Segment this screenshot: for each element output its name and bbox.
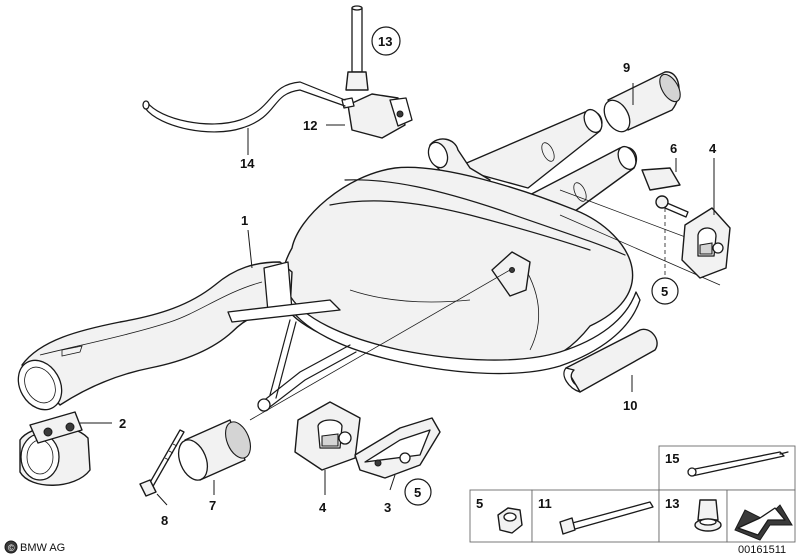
- strap-tie-icon: [559, 501, 654, 535]
- callout-14: 14: [240, 156, 255, 171]
- copyright-symbol: ©: [8, 543, 15, 553]
- diagram-number: 00161511: [738, 544, 786, 556]
- callout-9: 9: [623, 60, 630, 75]
- direction-arrow-icon: [734, 504, 793, 541]
- callout-5-circle-right: [651, 277, 679, 305]
- callout-5-bottom: 5: [414, 485, 421, 500]
- callout-6: 6: [670, 141, 677, 156]
- heat-shield-strip[interactable]: [563, 328, 658, 393]
- copyright-icon: [4, 540, 18, 554]
- legend-label-5: 5: [476, 496, 483, 511]
- footer: © BMW AG 00161511: [4, 540, 786, 556]
- callout-4-left: 4: [319, 500, 327, 515]
- hose-connector[interactable]: [345, 5, 369, 91]
- grommet-icon: [694, 499, 722, 532]
- rear-silencer[interactable]: [10, 107, 641, 418]
- hanger-bolt[interactable]: [641, 167, 689, 218]
- brand-label: BMW AG: [20, 542, 65, 554]
- mounting-bracket[interactable]: [354, 417, 441, 479]
- cable-tie-icon: [687, 451, 789, 477]
- vacuum-hose[interactable]: [142, 81, 346, 133]
- rubber-mount[interactable]: [173, 418, 255, 484]
- callout-1: 1: [241, 213, 248, 228]
- callout-10: 10: [623, 398, 637, 413]
- callout-7: 7: [209, 498, 216, 513]
- tailpipe-trim[interactable]: [599, 71, 684, 136]
- nut-icon: [497, 507, 523, 534]
- leader-lines: [80, 83, 715, 506]
- rubber-hanger-left[interactable]: [294, 401, 361, 471]
- parts-legend: 15 5 11 13: [469, 445, 796, 543]
- callout-13: 13: [378, 34, 392, 49]
- callout-13-circle: [371, 26, 401, 56]
- callout-5-right: 5: [661, 284, 668, 299]
- legend-label-11: 11: [538, 496, 552, 511]
- callout-5-circle-bottom: [404, 478, 432, 506]
- pipe-clamp[interactable]: [19, 411, 91, 486]
- legend-label-15: 15: [665, 451, 679, 466]
- callout-2: 2: [119, 416, 126, 431]
- bolt[interactable]: [139, 429, 185, 497]
- legend-cell-13: [658, 489, 728, 543]
- callout-labels: 1 2 3 4 4 6 7 8 9 10 12 14 13 5 5: [119, 26, 717, 528]
- rubber-hanger-right[interactable]: [681, 207, 731, 279]
- vacuum-valve[interactable]: [341, 93, 413, 139]
- legend-label-13: 13: [665, 496, 679, 511]
- callout-8: 8: [161, 513, 168, 528]
- callout-3: 3: [384, 500, 391, 515]
- callout-4-right: 4: [709, 141, 717, 156]
- callout-12: 12: [303, 118, 317, 133]
